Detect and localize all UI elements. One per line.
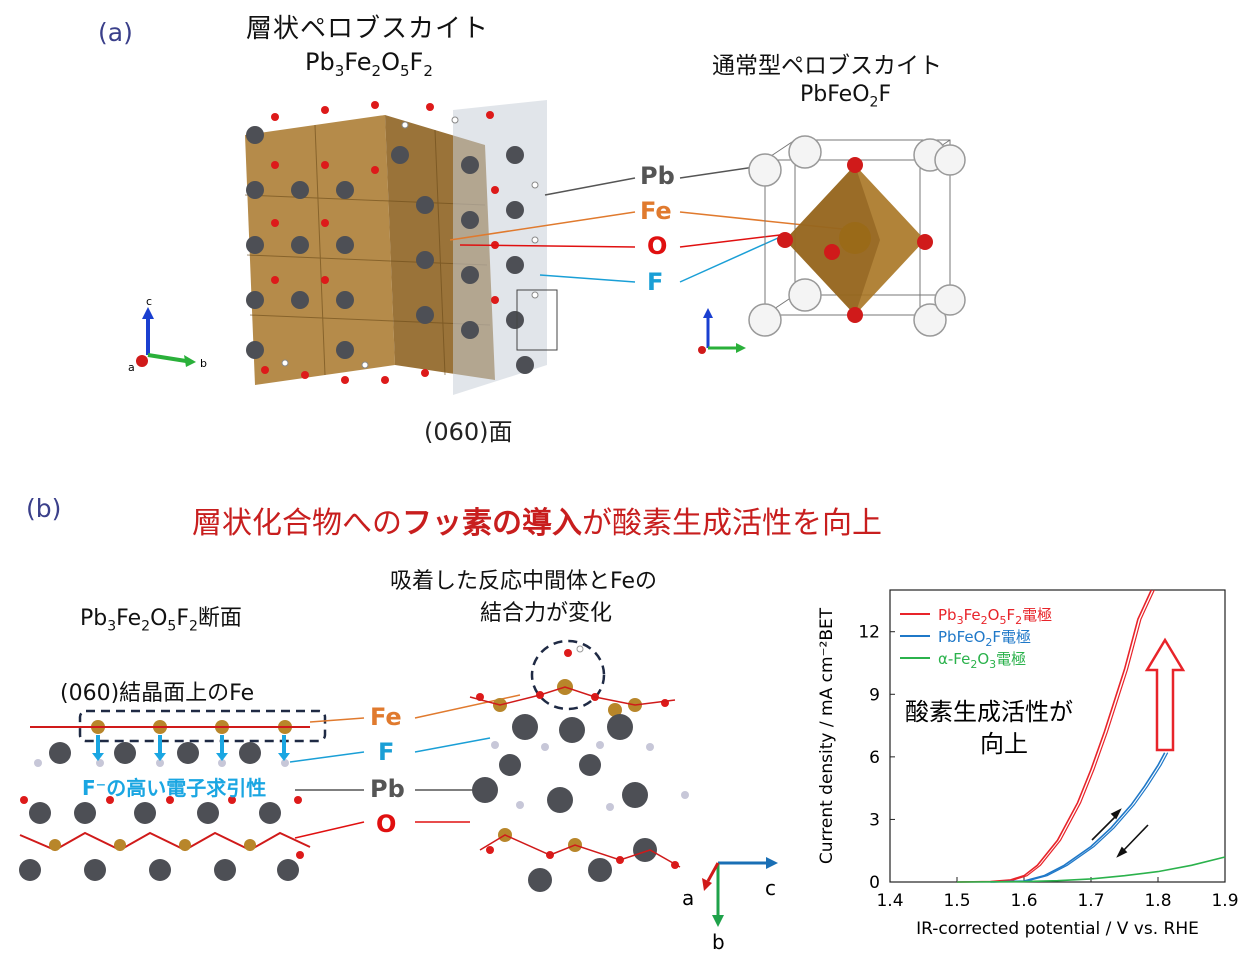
- y-tick-label: 6: [869, 748, 880, 768]
- elem-o-b: O: [376, 810, 397, 838]
- headline: 層状化合物へのフッ素の導入が酸素生成活性を向上: [192, 506, 882, 541]
- layered-formula: Pb3Fe2O5F2: [305, 48, 433, 80]
- series-line-2: [956, 856, 1226, 883]
- plane-label: (060)面: [424, 418, 513, 446]
- f-arrows: [92, 735, 290, 761]
- x-tick-label: 1.7: [1077, 891, 1104, 911]
- axis-b-label: b: [200, 357, 207, 370]
- axis-a-label: a: [128, 361, 135, 374]
- activity-up-arrow: [1144, 637, 1186, 752]
- elem-f-b: F: [378, 738, 395, 766]
- y-tick-label: 9: [869, 685, 880, 705]
- axis-a-label-b: a: [682, 886, 694, 910]
- axes-gizmo-a: c a b: [128, 295, 207, 374]
- elem-o-a: O: [647, 232, 668, 260]
- axis-b-label-b: b: [712, 930, 725, 954]
- pb-layer-1: [49, 742, 261, 764]
- adsorbate-structure-figure: [469, 639, 689, 892]
- series-line-1: [990, 752, 1166, 883]
- axes-gizmo-b: a b c: [682, 857, 778, 954]
- plot-frame: [889, 589, 1226, 883]
- y-ticks: 0 3 6 9 12: [858, 623, 895, 893]
- pb-corner-atoms: [748, 135, 966, 337]
- legend-label-0: Pb3Fe2O5F2電極: [938, 606, 1052, 627]
- axes-gizmo-a2: [698, 308, 746, 354]
- y-tick-label: 3: [869, 810, 880, 830]
- pb-layer-2: [19, 802, 299, 881]
- elem-pb-a: Pb: [640, 162, 675, 190]
- layered-title: 層状ペロブスカイト: [246, 14, 490, 44]
- layered-structure-figure: [244, 100, 558, 395]
- annotation-line1: 酸素生成活性が: [905, 698, 1073, 726]
- legend-label-2: α-Fe2O3電極: [938, 650, 1026, 671]
- elem-fe-a: Fe: [640, 197, 672, 225]
- y-tick-label: 12: [858, 623, 880, 643]
- o-face-atoms: [777, 157, 933, 323]
- panel-b-label: (b): [26, 494, 62, 523]
- x-tick-label: 1.5: [943, 891, 970, 911]
- pb-atoms: [246, 126, 534, 374]
- cross-section-figure: [19, 709, 327, 881]
- intermediate-circle: [530, 639, 606, 711]
- intermediate-line2: 結合力が変化: [480, 601, 613, 626]
- scan-arrows: [1091, 808, 1149, 858]
- annotation-line2: 向上: [980, 730, 1028, 758]
- series-lines: [956, 589, 1226, 883]
- axis-c-label: c: [146, 295, 152, 308]
- cubic-perovskite-figure: [748, 135, 966, 337]
- unit-cell-box: [516, 289, 558, 351]
- elem-fe-b: Fe: [370, 703, 402, 731]
- f-withdraw-label: F⁻の高い電子求引性: [82, 776, 267, 800]
- normal-formula: PbFeO2F: [800, 82, 892, 111]
- axis-c-label-b: c: [765, 876, 776, 900]
- x-axis-label: IR-corrected potential / V vs. RHE: [916, 919, 1199, 939]
- element-leaders-a: [449, 164, 853, 283]
- x-ticks: 1.4 1.5 1.6 1.7 1.8 1.9: [876, 877, 1239, 911]
- series-line-return-1: [993, 752, 1169, 883]
- x-tick-label: 1.8: [1144, 891, 1171, 911]
- x-tick-label: 1.9: [1211, 891, 1238, 911]
- x-tick-label: 1.4: [876, 891, 903, 911]
- f-atoms: [281, 116, 539, 369]
- section-formula: Pb3Fe2O5F2断面: [80, 606, 242, 635]
- x-tick-label: 1.6: [1010, 891, 1037, 911]
- lsv-chart: 1.4 1.5 1.6 1.7 1.8 1.9 0 3 6 9 12 Pb3Fe2O5F2電極Pb…: [817, 589, 1239, 939]
- legend-label-1: PbFeO2F電極: [938, 628, 1031, 649]
- elem-pb-b: Pb: [370, 775, 405, 803]
- panel-a-label: (a): [98, 18, 133, 47]
- y-tick-label: 0: [869, 873, 880, 893]
- y-axis-label: Current density / mA cm⁻²BET: [817, 607, 837, 864]
- intermediate-line1: 吸着した反応中間体とFeの: [390, 569, 657, 594]
- elem-f-a: F: [647, 268, 664, 296]
- f-layer: [34, 759, 289, 767]
- surface-label: (060)結晶面上のFe: [60, 681, 255, 706]
- fe-atom: [839, 222, 871, 254]
- normal-title: 通常型ペロブスカイト: [712, 53, 942, 79]
- series-line-return-0: [959, 589, 1155, 883]
